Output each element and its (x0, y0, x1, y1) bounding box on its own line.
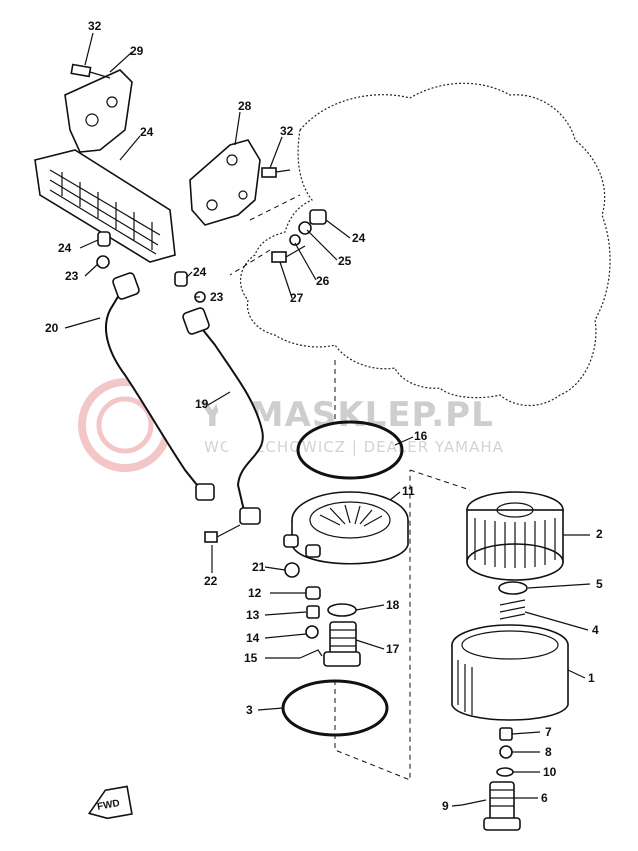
bolt-29 (271, 251, 287, 263)
seal-18 (327, 603, 357, 617)
washer-14 (305, 625, 319, 639)
callout-2: 2 (596, 527, 603, 541)
callout-1: 1 (588, 671, 595, 685)
callout-5: 5 (596, 577, 603, 591)
o-ring-16 (296, 420, 404, 480)
callout-numbers: 32 29 24 28 32 24 25 26 27 24 23 24 23 2… (45, 19, 603, 813)
washer-5 (498, 581, 528, 595)
callout-4: 4 (592, 623, 599, 637)
center-bolt-6 (483, 781, 521, 831)
pin-9 (461, 799, 487, 806)
filter-cover-11 (283, 491, 409, 565)
callout-32-right: 32 (280, 124, 294, 138)
nut-26 (309, 209, 327, 225)
o-ring-21 (284, 562, 300, 578)
callout-30: 28 (238, 99, 252, 113)
callout-31: 29 (130, 44, 144, 58)
washer-28 (289, 234, 301, 246)
fitting-24-left (97, 231, 111, 247)
washer-8 (499, 745, 513, 759)
callout-12: 12 (248, 586, 262, 600)
callout-10: 10 (543, 765, 557, 779)
mounting-bracket (189, 139, 261, 226)
callout-23-right: 23 (210, 290, 224, 304)
callout-15: 15 (244, 651, 258, 665)
bolt-31-area (70, 63, 111, 79)
callout-22: 22 (204, 574, 218, 588)
callout-8: 8 (545, 745, 552, 759)
callout-3: 3 (246, 703, 253, 717)
bolt-22 (204, 524, 241, 543)
callout-9: 9 (442, 799, 449, 813)
fwd-label: FWD (96, 798, 120, 813)
callout-16: 16 (414, 429, 428, 443)
bolt-32 (261, 167, 277, 178)
callout-6: 6 (541, 791, 548, 805)
callout-26: 24 (352, 231, 366, 245)
oil-cooler (34, 69, 176, 263)
callout-21: 21 (252, 560, 266, 574)
o-ring-23-left (96, 255, 110, 269)
callout-13: 13 (246, 608, 260, 622)
callout-18: 18 (386, 598, 400, 612)
spring-13 (306, 605, 320, 619)
callout-23-left: 23 (65, 269, 79, 283)
callout-19: 19 (195, 397, 209, 411)
spring-4 (499, 599, 526, 620)
clip-15 (299, 649, 323, 659)
callout-14: 14 (246, 631, 260, 645)
filter-element-2 (466, 491, 564, 581)
fwd-arrow: FWD (87, 785, 133, 820)
callout-20: 20 (45, 321, 59, 335)
callout-24-left: 24 (58, 241, 72, 255)
callout-29: 27 (290, 291, 304, 305)
callout-25: 24 (140, 125, 154, 139)
callout-32-top: 32 (88, 19, 102, 33)
callout-7: 7 (545, 725, 552, 739)
filter-case-1 (451, 624, 569, 721)
callout-27: 25 (338, 254, 352, 268)
engine-case-outline (239, 82, 611, 407)
callout-24-right: 24 (193, 265, 207, 279)
callout-28: 26 (316, 274, 330, 288)
o-ring-10 (496, 767, 514, 777)
watermark-subtitle: WOJCIECHOWICZ | DEALER YAMAHA (204, 438, 504, 456)
callout-17: 17 (386, 642, 400, 656)
spring-7 (499, 727, 513, 741)
leader-lines (64, 32, 591, 807)
union-bolt-17 (323, 621, 361, 667)
plug-12 (305, 586, 321, 600)
fitting-24-right (174, 271, 188, 287)
callout-11: 11 (402, 484, 415, 498)
